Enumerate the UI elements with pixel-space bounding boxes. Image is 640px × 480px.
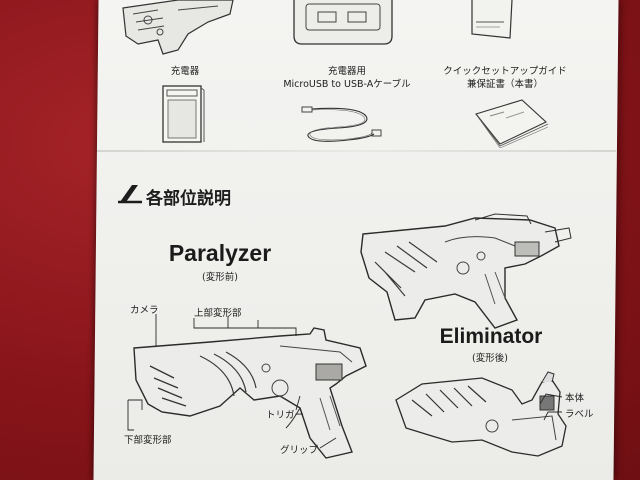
guide-label-line1: クイックセットアップガイド <box>443 66 567 77</box>
paralyzer-title: Paralyzer <box>168 240 272 266</box>
paralyzer-gun-illustration <box>130 326 390 466</box>
label-body: 本体 <box>565 393 585 404</box>
charger-label: 充電器 <box>170 66 200 77</box>
cable-label-line1: 充電器用 <box>327 66 366 77</box>
guide-illustration-top <box>470 0 514 40</box>
label-lower-transform: 下部変形部 <box>124 435 172 446</box>
eliminator-gun-illustration <box>392 370 576 462</box>
paralyzer-gun-large-illustration <box>355 212 575 332</box>
charger-icon <box>160 84 206 146</box>
eliminator-title: Eliminator <box>439 325 543 348</box>
paralyzer-mode: (変形前) <box>202 272 238 283</box>
section-title: 各部位説明 <box>146 189 231 209</box>
guide-booklet-icon <box>470 96 550 148</box>
label-camera: カメラ <box>130 305 159 316</box>
label-label: ラベル <box>565 409 594 420</box>
gun-illustration-top <box>118 0 238 58</box>
cable-label-line2: MicroUSB to USB-Aケーブル <box>283 79 411 90</box>
page-fold <box>96 150 616 152</box>
section-slash-icon <box>116 182 142 204</box>
label-trigger: トリガー <box>266 410 305 421</box>
guide-label-line2: 兼保証書（本書） <box>466 79 543 90</box>
label-grip: グリップ <box>280 445 319 456</box>
phone-holder-illustration <box>290 0 396 48</box>
eliminator-mode: (変形後) <box>472 353 508 364</box>
label-upper-transform: 上部変形部 <box>194 308 242 319</box>
usb-cable-icon <box>298 104 384 146</box>
